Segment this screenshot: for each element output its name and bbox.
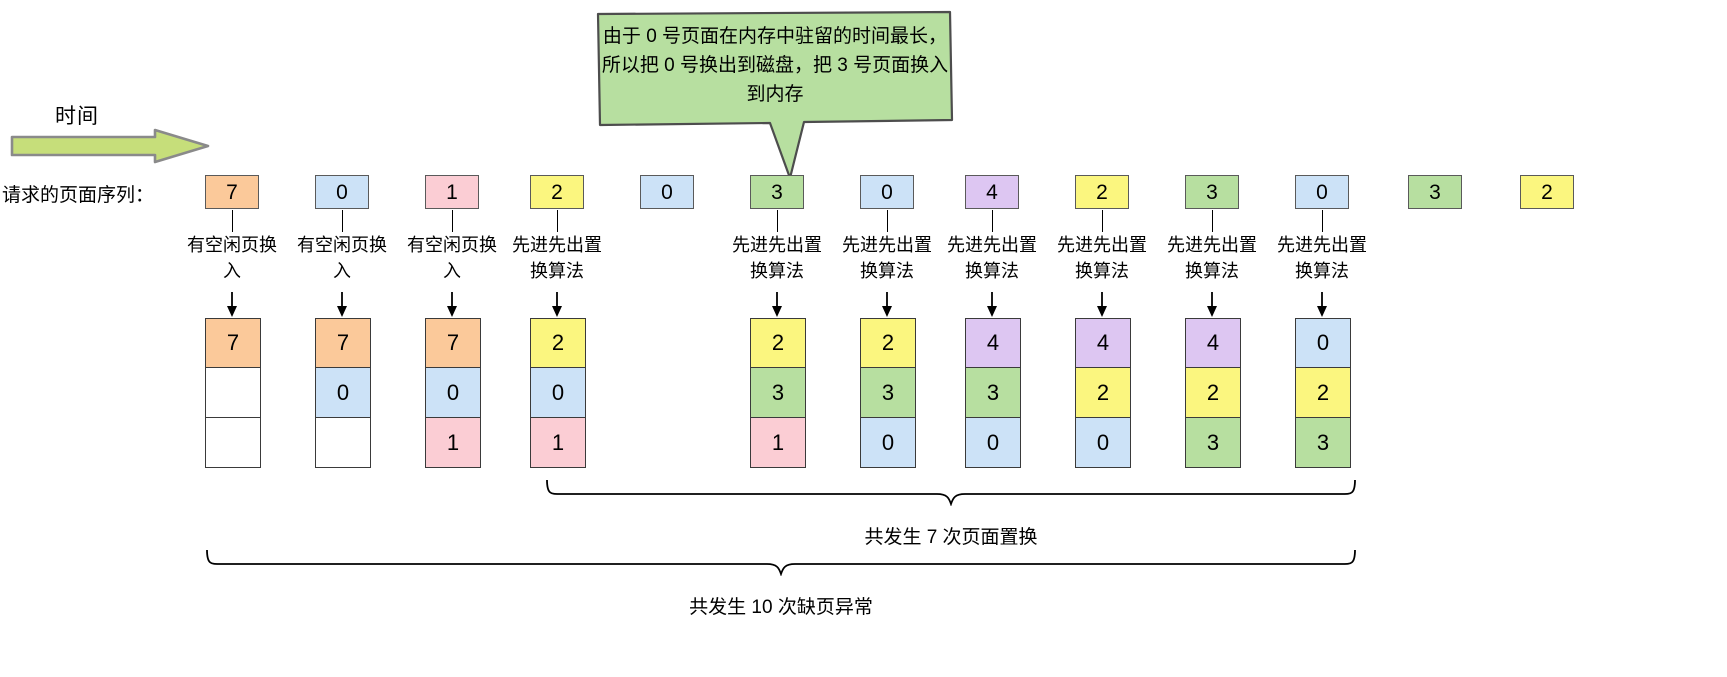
memory-frame-cell: 1 — [750, 418, 806, 468]
inject-arrow-icon — [551, 292, 563, 318]
operation-label: 先进先出置换算法 — [1167, 235, 1257, 281]
memory-frame-cell: 3 — [1295, 418, 1351, 468]
page-request-sequence: 7 0 1 2 0 3 0 4 2 3 0 3 2 — [0, 175, 1727, 215]
connector-tick — [992, 210, 993, 232]
memory-frame-cell: 7 — [425, 318, 481, 368]
time-axis-arrow-icon — [10, 128, 210, 164]
time-axis-label: 时间 — [55, 105, 99, 128]
operation-label: 先进先出置换算法 — [947, 235, 1037, 281]
sequence-item: 3 — [1408, 175, 1462, 209]
sequence-item: 3 — [750, 175, 804, 209]
page-replacement-count: 共发生 7 次页面置换 — [864, 527, 1038, 548]
connector-tick — [342, 210, 343, 232]
memory-frame-cell — [205, 418, 261, 468]
memory-frame-cell: 3 — [965, 368, 1021, 418]
operation-label: 先进先出置换算法 — [732, 235, 822, 281]
memory-frame-cell: 0 — [1075, 418, 1131, 468]
memory-frame-cell: 2 — [1185, 368, 1241, 418]
page-fault-brace — [205, 548, 1357, 577]
operation-label-layer: 有空闲页换入有空闲页换入有空闲页换入先进先出置换算法先进先出置换算法先进先出置换… — [0, 232, 1727, 294]
connector-layer — [0, 210, 1727, 320]
connector-tick — [557, 210, 558, 232]
operation-label: 有空闲页换入 — [407, 235, 497, 281]
sequence-item: 0 — [315, 175, 369, 209]
inject-arrow-icon — [771, 292, 783, 318]
operation-label: 有空闲页换入 — [187, 235, 277, 281]
operation-label: 有空闲页换入 — [297, 235, 387, 281]
memory-frame-cell: 2 — [860, 318, 916, 368]
inject-arrow-icon — [1096, 292, 1108, 318]
memory-frame-cell: 0 — [860, 418, 916, 468]
sequence-item: 1 — [425, 175, 479, 209]
connector-tick — [232, 210, 233, 232]
memory-frame-cell: 7 — [205, 318, 261, 368]
page-replacement-brace — [545, 478, 1357, 507]
connector-tick — [452, 210, 453, 232]
memory-frame-cell — [205, 368, 261, 418]
sequence-item: 2 — [1075, 175, 1129, 209]
memory-frame-cell: 2 — [1295, 368, 1351, 418]
memory-frame-cell: 0 — [530, 368, 586, 418]
sequence-item: 2 — [1520, 175, 1574, 209]
memory-frame-cell — [315, 418, 371, 468]
operation-label: 先进先出置换算法 — [842, 235, 932, 281]
operation-label: 先进先出置换算法 — [1277, 235, 1367, 281]
memory-frame-cell: 7 — [315, 318, 371, 368]
sequence-item: 0 — [1295, 175, 1349, 209]
explanation-callout — [594, 8, 954, 180]
memory-frame-cell: 0 — [965, 418, 1021, 468]
memory-frame-cell: 1 — [425, 418, 481, 468]
inject-arrow-icon — [881, 292, 893, 318]
memory-frame-cell: 1 — [530, 418, 586, 468]
operation-label: 先进先出置换算法 — [512, 235, 602, 281]
connector-tick — [777, 210, 778, 232]
memory-frame-cell: 2 — [750, 318, 806, 368]
page-fault-count: 共发生 10 次缺页异常 — [689, 597, 873, 618]
sequence-item: 3 — [1185, 175, 1239, 209]
sequence-item: 7 — [205, 175, 259, 209]
inject-arrow-icon — [1316, 292, 1328, 318]
memory-frame-cell: 2 — [1075, 368, 1131, 418]
memory-frame-cell: 3 — [1185, 418, 1241, 468]
inject-arrow-icon — [226, 292, 238, 318]
connector-tick — [1322, 210, 1323, 232]
memory-frame-column: 7 — [205, 318, 261, 468]
memory-frame-cell: 4 — [1075, 318, 1131, 368]
arrow-to-frames-layer — [0, 292, 1727, 320]
memory-frame-cell: 3 — [750, 368, 806, 418]
sequence-item: 0 — [640, 175, 694, 209]
inject-arrow-icon — [986, 292, 998, 318]
sequence-item: 0 — [860, 175, 914, 209]
memory-frame-cell: 4 — [965, 318, 1021, 368]
memory-frame-cell: 4 — [1185, 318, 1241, 368]
connector-tick — [887, 210, 888, 232]
memory-frame-cell: 3 — [860, 368, 916, 418]
sequence-item: 4 — [965, 175, 1019, 209]
memory-frame-cell: 0 — [1295, 318, 1351, 368]
memory-frame-cell: 0 — [315, 368, 371, 418]
operation-label: 先进先出置换算法 — [1057, 235, 1147, 281]
explanation-callout-text: 由于 0 号页面在内存中驻留的时间最长，所以把 0 号换出到磁盘，把 3 号页面… — [601, 26, 949, 105]
connector-tick — [1102, 210, 1103, 232]
memory-frame-cell: 0 — [425, 368, 481, 418]
inject-arrow-icon — [1206, 292, 1218, 318]
inject-arrow-icon — [336, 292, 348, 318]
connector-tick — [1212, 210, 1213, 232]
sequence-item: 2 — [530, 175, 584, 209]
sequence-row-label: 请求的页面序列： — [2, 185, 155, 206]
inject-arrow-icon — [446, 292, 458, 318]
memory-frame-cell: 2 — [530, 318, 586, 368]
